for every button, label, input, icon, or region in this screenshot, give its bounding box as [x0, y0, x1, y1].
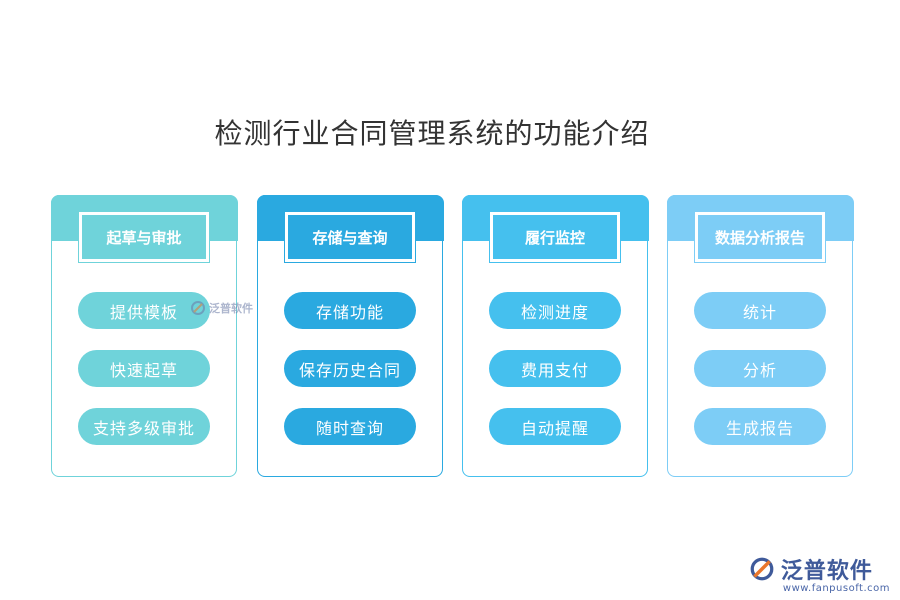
column-header-label: 存储与查询: [312, 228, 388, 247]
column-card-monitoring: 履行监控 检测进度 费用支付 自动提醒: [461, 194, 649, 477]
fanpu-logo-icon: [750, 557, 774, 581]
fanpu-logo-icon: [191, 301, 205, 315]
feature-pill: 生成报告: [694, 408, 826, 445]
watermark-text: 泛普软件: [209, 302, 253, 315]
feature-pill: 存储功能: [284, 292, 416, 329]
column-header: 数据分析报告: [694, 211, 826, 263]
feature-pill: 分析: [694, 350, 826, 387]
column-card-storage: 存储与查询 存储功能 保存历史合同 随时查询: [256, 194, 444, 477]
column-header-label: 履行监控: [524, 228, 585, 247]
column-card-analysis: 数据分析报告 统计 分析 生成报告: [666, 194, 854, 477]
column-header-label: 数据分析报告: [714, 228, 805, 247]
feature-pill: 提供模板: [78, 292, 210, 329]
feature-pill: 保存历史合同: [284, 350, 416, 387]
column-header: 存储与查询: [284, 211, 416, 263]
feature-pill: 统计: [694, 292, 826, 329]
column-header-label: 起草与审批: [106, 228, 182, 247]
feature-pill: 自动提醒: [489, 408, 621, 445]
feature-pill: 费用支付: [489, 350, 621, 387]
feature-pill: 随时查询: [284, 408, 416, 445]
page-title: 检测行业合同管理系统的功能介绍: [214, 117, 650, 150]
feature-pill: 检测进度: [489, 292, 621, 329]
feature-pill: 支持多级审批: [78, 408, 210, 445]
feature-pill: 快速起草: [78, 350, 210, 387]
column-card-drafting: 起草与审批 提供模板 快速起草 支持多级审批: [50, 194, 238, 477]
brand-url: www.fanpusoft.com: [782, 583, 890, 594]
brand-name: 泛普软件: [780, 559, 873, 584]
watermark: 泛普软件: [190, 300, 253, 316]
column-header: 履行监控: [489, 211, 621, 263]
column-header: 起草与审批: [78, 211, 210, 263]
brand-logo: 泛普软件 www.fanpusoft.com: [749, 553, 890, 594]
